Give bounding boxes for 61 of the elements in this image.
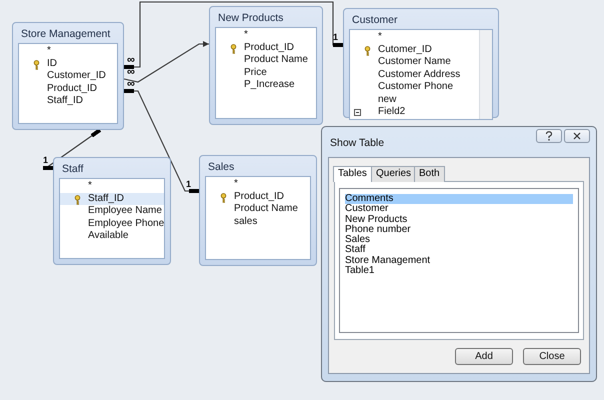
add-button: Add — [455, 348, 513, 365]
field-name: Product_ID — [216, 42, 316, 54]
list-item: Sales — [345, 235, 372, 246]
field-name: Customer Name — [377, 56, 452, 68]
cardinality-label: ∞ — [127, 67, 135, 78]
cardinality-label: 1 — [186, 180, 192, 189]
tab: Tables — [333, 166, 372, 182]
relationship-line — [124, 89, 199, 193]
field-name: * — [87, 180, 93, 192]
field-name: * — [243, 29, 249, 42]
table-box — [12, 22, 124, 130]
dialog-window — [321, 126, 597, 382]
relationship-line — [43, 128, 102, 170]
list-item: Comments — [345, 194, 573, 204]
field-name: Product Name — [233, 203, 299, 216]
field-name: * — [233, 178, 239, 190]
table-box — [209, 6, 323, 125]
field-name: P_Increase — [243, 79, 296, 92]
table-title: New Products — [217, 11, 284, 26]
table-box — [53, 157, 171, 265]
field-name: Product_ID — [46, 82, 98, 95]
cardinality-label: 1 — [333, 33, 338, 42]
tab: Queries — [371, 166, 416, 182]
field-name: Employee Phone — [87, 218, 164, 230]
field-name: Price — [243, 66, 268, 79]
field-name: sales — [233, 216, 258, 228]
table-box — [199, 155, 317, 266]
field-name: Staff_ID — [46, 95, 84, 108]
field-name: new — [377, 94, 398, 106]
field-name: Product_ID — [206, 190, 310, 203]
list-item: Customer — [345, 204, 390, 214]
list-item: Table1 — [345, 266, 374, 276]
field-name: Product Name — [243, 54, 309, 66]
list-item: Phone number — [345, 224, 412, 235]
table-title: Store Management — [20, 27, 112, 42]
field-name: Customer Phone — [377, 81, 454, 94]
cardinality-label: ∞ — [127, 79, 135, 90]
list-item: New Products — [345, 214, 408, 225]
field-name: Employee Name — [87, 205, 163, 218]
list-item: Store Management — [345, 256, 432, 266]
list-item: Staff — [345, 245, 366, 256]
dialog-title: Show Table — [330, 137, 384, 149]
tab: Both — [414, 166, 445, 182]
field-name: * — [377, 31, 383, 44]
field-name: Field2 — [350, 106, 479, 118]
field-name: Customer_ID — [46, 70, 107, 82]
relationship-line — [124, 1, 343, 69]
relationship-line — [124, 41, 209, 83]
field-name: ID — [19, 58, 117, 70]
close-button: Close — [523, 348, 581, 365]
field-name: Available — [87, 230, 130, 242]
cardinality-label: 1 — [43, 156, 48, 165]
table-box — [343, 8, 499, 118]
field-name: * — [46, 45, 52, 58]
table-title: Staff — [61, 162, 84, 177]
field-name: Staff_ID — [60, 192, 164, 205]
table-title: Sales — [207, 160, 236, 175]
field-name: Cutomer_ID — [350, 44, 479, 56]
field-name: Customer Address — [377, 68, 462, 81]
cardinality-label: ∞ — [127, 55, 135, 66]
table-title: Customer — [351, 13, 399, 28]
